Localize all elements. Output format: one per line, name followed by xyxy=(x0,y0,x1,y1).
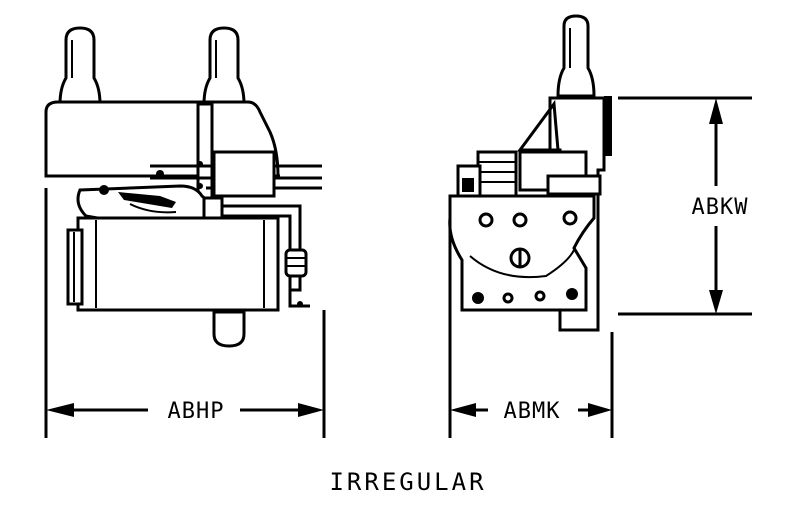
dimension-width-side: ABMK xyxy=(448,208,614,438)
dimension-height-side: ABKW xyxy=(618,96,752,316)
dimension-label-width-front: ABHP xyxy=(168,399,225,424)
front-view-relay xyxy=(44,26,322,348)
caption: IRREGULAR xyxy=(329,468,486,496)
dimension-width-front: ABHP xyxy=(44,188,326,438)
side-view-relay xyxy=(448,14,612,332)
dimension-label-width-side: ABMK xyxy=(504,399,561,424)
dimension-label-height-side: ABKW xyxy=(692,195,749,220)
